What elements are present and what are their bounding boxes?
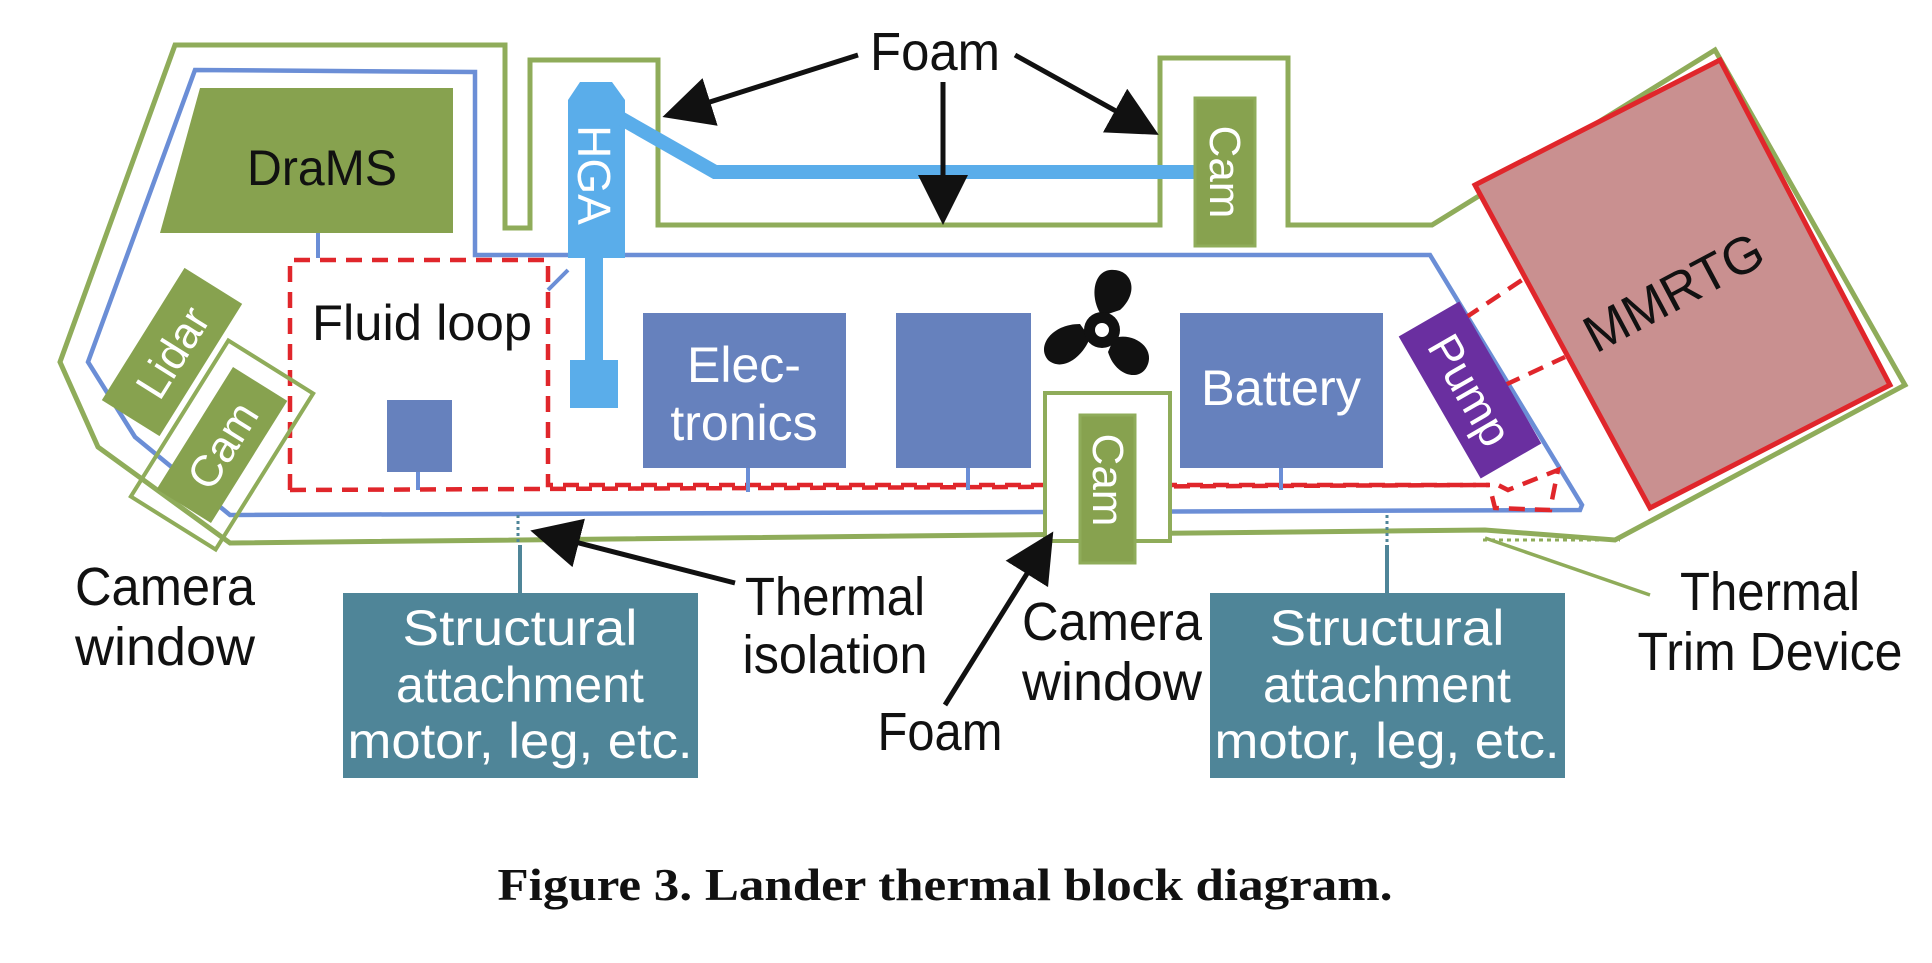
pump-block: Pump <box>1398 301 1542 479</box>
thermal-trim-device-line2: Trim Device <box>1638 622 1903 682</box>
cam-center <box>1078 413 1137 565</box>
battery-label: Battery <box>1201 360 1361 416</box>
hga-antenna <box>568 82 625 258</box>
unlabeled-block <box>896 313 1031 468</box>
cam-top-right-label: Cam <box>1200 126 1249 219</box>
structural-left-line2: attachment <box>396 657 644 713</box>
thermal-isolation-arrow <box>530 518 736 586</box>
foam-arrow-to-cam <box>1013 52 1159 135</box>
fluid-loop-to-mmrtg-lower <box>1504 354 1566 388</box>
structural-attachment-left <box>343 593 698 778</box>
foam-label-top: Foam <box>870 22 1000 82</box>
foam-arrow-up <box>942 531 1054 707</box>
camera-window-left-line1: Camera <box>75 557 256 617</box>
structural-left-line3: motor, leg, etc. <box>348 713 693 769</box>
foam-label-bottom: Foam <box>878 702 1003 762</box>
electronics-label-line2: tronics <box>670 395 817 451</box>
thermal-trim-device-leader <box>1484 536 1651 597</box>
fluid-loop-bottom <box>289 482 1491 493</box>
outer-insulation-outline <box>57 42 1909 546</box>
structural-left-line1: Structural <box>403 600 638 656</box>
camera-window-center-line2: window <box>1021 652 1203 712</box>
electronics-label-line1: Elec- <box>687 337 801 393</box>
structural-attachment-right <box>1210 593 1565 778</box>
hga-cable <box>611 108 1205 179</box>
battery-block <box>1180 313 1383 468</box>
camera-window-center-line1: Camera <box>1022 592 1203 652</box>
structural-right-line3: motor, leg, etc. <box>1215 713 1560 769</box>
thermal-trim-device-line1: Thermal <box>1680 562 1860 622</box>
thermal-isolation-line2: isolation <box>743 625 928 685</box>
cam-top-right-frame <box>1193 96 1257 248</box>
mmrtg-block <box>1471 56 1894 512</box>
fluid-loop-to-mmrtg-upper <box>1463 274 1530 320</box>
figure-caption: Figure 3. Lander thermal block diagram. <box>498 859 1393 910</box>
electronics-block <box>643 313 846 468</box>
hga-mast <box>585 255 603 365</box>
foam-arrow-to-hga <box>662 52 859 126</box>
drams-label: DraMS <box>247 140 397 196</box>
fan-icon <box>1043 269 1150 376</box>
fluid-loop-label: Fluid loop <box>312 295 532 351</box>
hga-base <box>570 360 618 408</box>
thermal-isolation-line1: Thermal <box>745 567 925 627</box>
cam-top-right <box>1195 98 1255 246</box>
hga-foam-edge <box>546 268 570 292</box>
fluid-loop-box <box>387 400 452 472</box>
structural-right-line2: attachment <box>1263 657 1511 713</box>
hga-label: HGA <box>568 125 620 225</box>
cam-center-label: Cam <box>1083 434 1132 527</box>
fluid-loop-outline <box>287 257 1562 513</box>
camera-window-left-line2: window <box>74 617 256 677</box>
structural-right-line1: Structural <box>1270 600 1505 656</box>
drams-block <box>160 88 453 233</box>
